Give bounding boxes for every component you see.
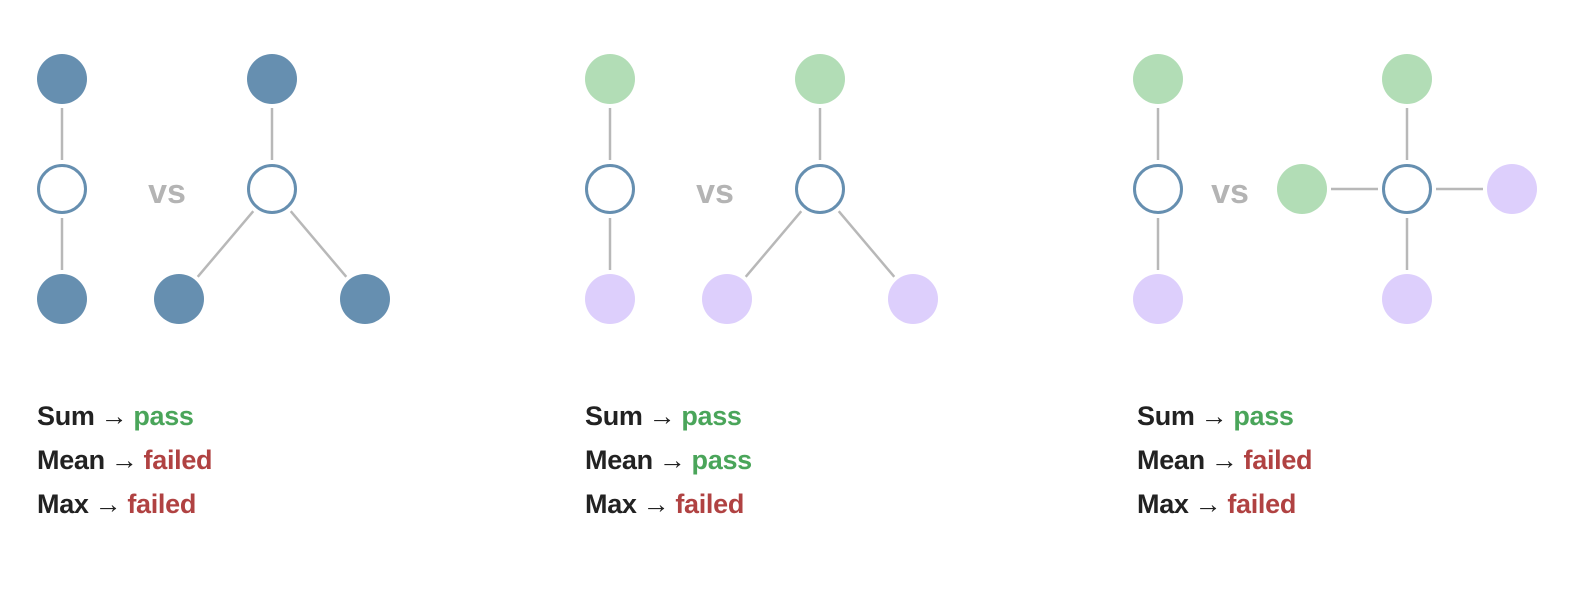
center-node-p2-right <box>795 164 845 214</box>
outcome-label: pass <box>691 445 753 475</box>
result-line-sum: Sum→pass <box>37 394 212 438</box>
neighbor-node-p2-left-2 <box>585 274 635 324</box>
arrow-icon: → <box>110 445 138 475</box>
neighbor-node-p3-right-1 <box>1382 54 1432 104</box>
arrow-icon: → <box>1210 445 1238 475</box>
neighbor-node-p1-right-3 <box>340 274 390 324</box>
aggregator-label: Mean <box>585 445 653 475</box>
edge-p2-right-3 <box>837 210 896 278</box>
aggregator-label: Sum <box>37 401 95 431</box>
arrow-icon: → <box>648 401 676 431</box>
outcome-label: failed <box>127 489 197 519</box>
aggregator-label: Mean <box>1137 445 1205 475</box>
arrow-icon: → <box>100 401 128 431</box>
neighbor-node-p3-right-3 <box>1382 274 1432 324</box>
result-line-max: Max→failed <box>585 482 752 526</box>
outcome-label: pass <box>1233 401 1294 431</box>
neighbor-node-p3-left-1 <box>1133 54 1183 104</box>
outcome-label: failed <box>1227 489 1297 519</box>
vs-label-p1: vs <box>148 173 186 211</box>
neighbor-node-p1-left-1 <box>37 54 87 104</box>
neighbor-node-p2-right-2 <box>702 274 752 324</box>
result-line-mean: Mean→failed <box>1137 438 1313 482</box>
result-line-mean: Mean→failed <box>37 438 213 482</box>
center-node-p2-left <box>585 164 635 214</box>
arrow-icon: → <box>1200 401 1228 431</box>
neighbor-node-p1-left-2 <box>37 274 87 324</box>
result-line-max: Max→failed <box>1137 482 1312 526</box>
vs-label-p3: vs <box>1211 173 1249 211</box>
aggregator-label: Sum <box>585 401 643 431</box>
aggregator-label: Mean <box>37 445 105 475</box>
result-line-max: Max→failed <box>37 482 212 526</box>
arrow-icon: → <box>658 445 686 475</box>
center-node-p1-right <box>247 164 297 214</box>
center-node-p1-left <box>37 164 87 214</box>
arrow-icon: → <box>642 489 670 519</box>
arrow-icon: → <box>1194 489 1222 519</box>
result-line-sum: Sum→pass <box>585 394 752 438</box>
aggregator-label: Max <box>1137 489 1189 519</box>
outcome-label: failed <box>675 489 745 519</box>
neighbor-node-p2-right-1 <box>795 54 845 104</box>
result-line-mean: Mean→pass <box>585 438 752 482</box>
center-node-p3-right <box>1382 164 1432 214</box>
neighbor-node-p3-right-2 <box>1277 164 1327 214</box>
neighbor-node-p3-right-4 <box>1487 164 1537 214</box>
neighbor-node-p3-left-2 <box>1133 274 1183 324</box>
neighbor-node-p1-right-1 <box>247 54 297 104</box>
neighbor-node-p2-right-3 <box>888 274 938 324</box>
edge-p2-right-2 <box>744 210 803 278</box>
outcome-label: pass <box>681 401 742 431</box>
center-node-p3-left <box>1133 164 1183 214</box>
result-line-sum: Sum→pass <box>1137 394 1312 438</box>
aggregator-label: Max <box>585 489 637 519</box>
vs-label-p2: vs <box>696 173 734 211</box>
outcome-label: failed <box>143 445 213 475</box>
outcome-label: failed <box>1243 445 1313 475</box>
edge-p1-right-2 <box>196 210 255 278</box>
neighbor-node-p1-right-2 <box>154 274 204 324</box>
aggregator-label: Max <box>37 489 89 519</box>
outcome-label: pass <box>133 401 194 431</box>
neighbor-node-p2-left-1 <box>585 54 635 104</box>
arrow-icon: → <box>94 489 122 519</box>
aggregator-label: Sum <box>1137 401 1195 431</box>
edge-p1-right-3 <box>289 210 348 278</box>
